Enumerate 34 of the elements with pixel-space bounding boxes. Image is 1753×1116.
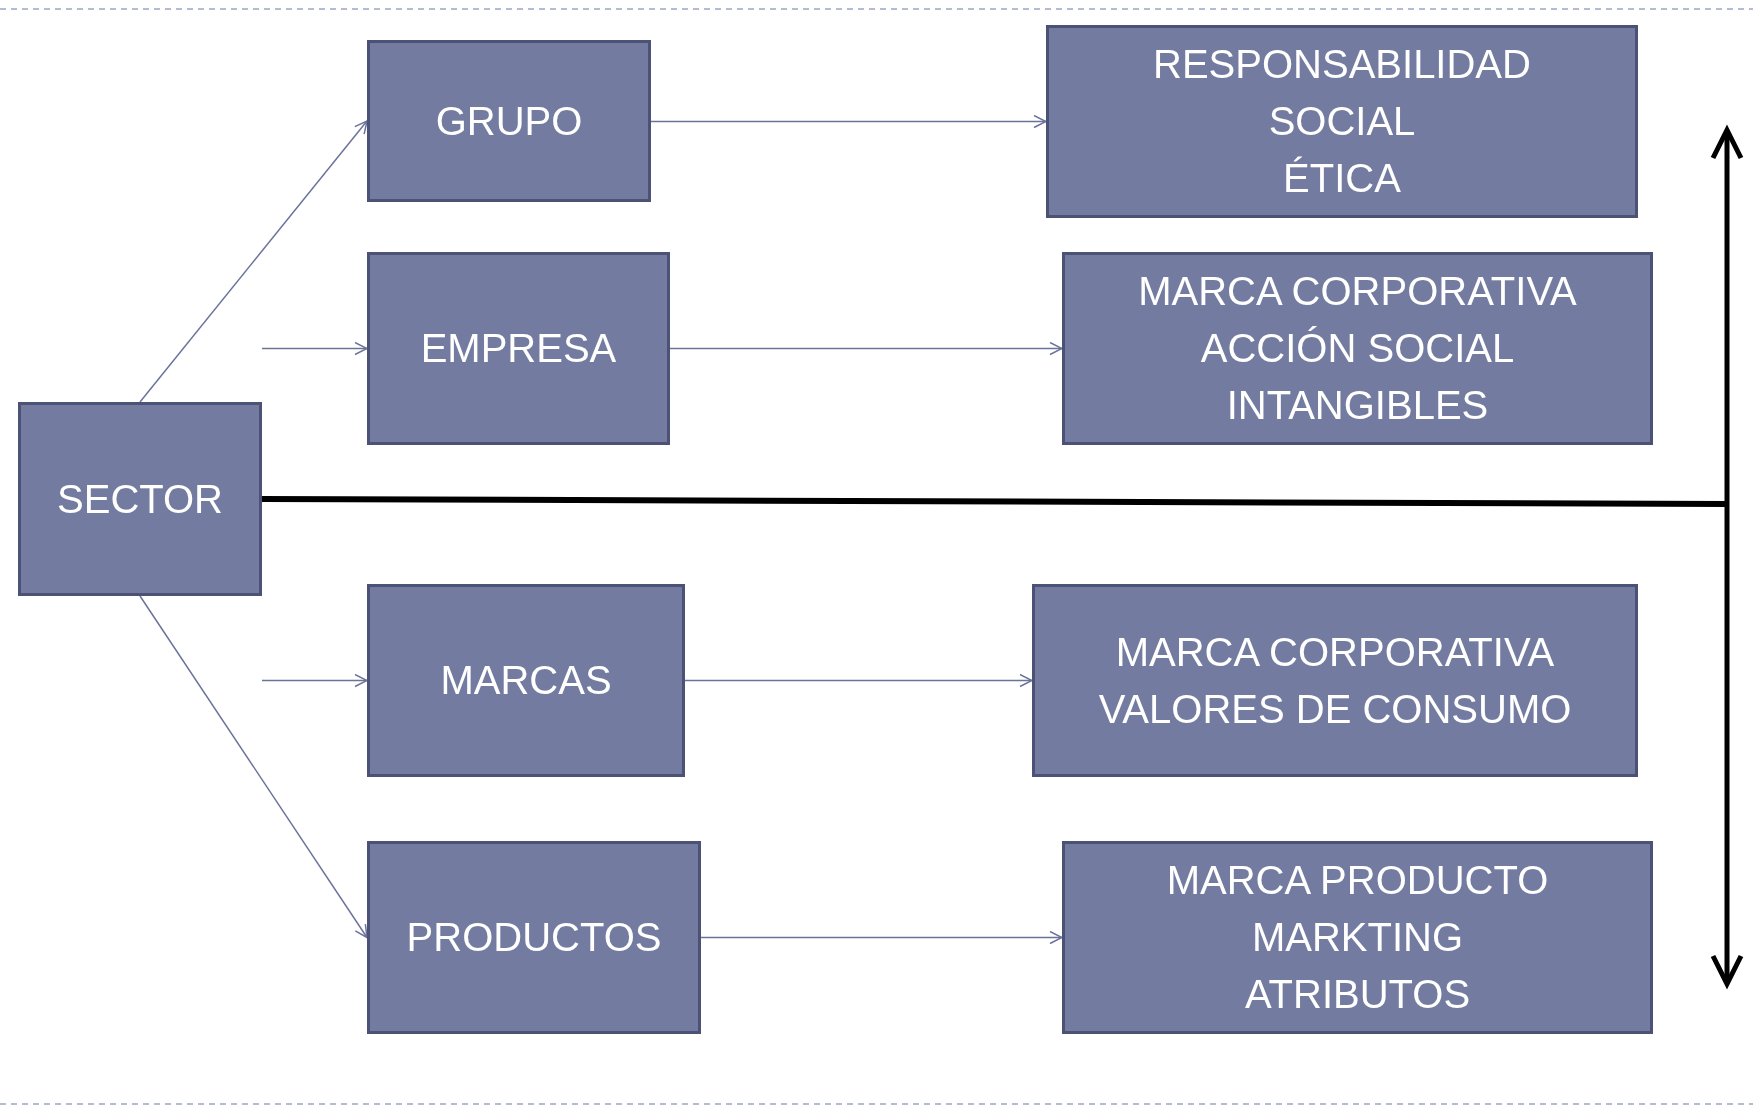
box-text: EMPRESA [420, 325, 617, 372]
process-box [1062, 841, 1653, 1034]
arrow [684, 673, 1033, 688]
process-box [367, 841, 701, 1034]
box-text: PRODUCTOS [406, 914, 662, 961]
arrow [261, 341, 368, 356]
arrow [139, 595, 368, 939]
box-text: ÉTICA [1283, 155, 1401, 202]
box-text: MARCAS [440, 657, 612, 704]
box-text: MARCA CORPORATIVA [1115, 628, 1555, 676]
box-text: INTANGIBLES [1226, 382, 1489, 429]
process-box [367, 40, 651, 202]
process-box [1046, 25, 1638, 218]
process-box [367, 584, 685, 777]
box-text: SOCIAL [1268, 98, 1416, 145]
box-text: ACCIÓN SOCIAL [1200, 325, 1515, 372]
box-text: MARCA PRODUCTO [1166, 857, 1549, 904]
box-text: ATRIBUTOS [1244, 971, 1471, 1018]
arrow [139, 120, 368, 403]
box-text: MARCA CORPORATIVA [1138, 268, 1577, 315]
box-text: GRUPO [435, 97, 583, 145]
process-box [1062, 252, 1653, 445]
arrow [700, 930, 1063, 945]
process-box [367, 252, 670, 445]
box-text: RESPONSABILIDAD [1153, 41, 1531, 88]
process-box [1032, 584, 1638, 777]
arrow [261, 673, 368, 688]
box-text: SECTOR [57, 475, 223, 523]
box-text: VALORES DE CONSUMO [1098, 685, 1572, 733]
arrow [669, 341, 1063, 356]
process-box [18, 402, 262, 596]
connector-line [262, 496, 1727, 507]
arrow [650, 114, 1047, 129]
box-text: MARKTING [1251, 914, 1464, 961]
